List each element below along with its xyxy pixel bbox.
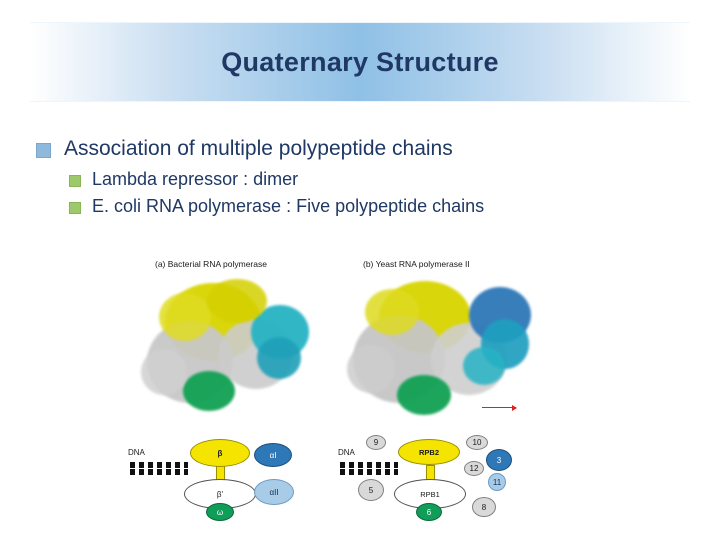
bullet-level2-label: Lambda repressor : dimer: [92, 169, 299, 190]
figure-caption-b: (b) Yeast RNA polymerase II: [363, 259, 470, 269]
title-banner: Quaternary Structure: [30, 22, 690, 102]
structure-image-yeast: [345, 275, 545, 445]
dna-label-a: DNA: [128, 448, 145, 457]
dna-strand-icon: [130, 462, 188, 468]
schematic-bacterial: DNA β β' αI αII ω: [128, 435, 343, 523]
subunit-8: 8: [472, 497, 496, 517]
bullet-list: Association of multiple polypeptide chai…: [36, 136, 676, 221]
structure-image-bacterial: [135, 275, 335, 445]
subunit-alpha-one: αI: [254, 443, 292, 467]
bullet-level2: E. coli RNA polymerase : Five polypeptid…: [69, 195, 676, 218]
bullet-marker-icon: [36, 143, 51, 158]
subunit-6: 6: [416, 503, 442, 521]
figure-caption-a: (a) Bacterial RNA polymerase: [155, 259, 267, 269]
bullet-level2: Lambda repressor : dimer: [69, 168, 676, 191]
ribbon-blobs: [345, 275, 545, 445]
schematic-yeast: DNA RPB2 RPB1 9 10 12 3 11 5 8 6: [338, 435, 553, 523]
ribbon-blobs: [135, 275, 335, 445]
figure-rna-polymerase: (a) Bacterial RNA polymerase (b) Yeast R…: [110, 255, 610, 525]
bullet-marker-icon: [69, 175, 81, 188]
subunit-alpha-two: αII: [254, 479, 294, 505]
bullet-sublist: Lambda repressor : dimer E. coli RNA pol…: [69, 168, 676, 218]
subunit-beta: β: [190, 439, 250, 467]
subunit-9: 9: [366, 435, 386, 450]
subunit-omega: ω: [206, 503, 234, 521]
bullet-level2-label: E. coli RNA polymerase : Five polypeptid…: [92, 195, 485, 216]
dna-label-b: DNA: [338, 448, 355, 457]
subunit-10: 10: [466, 435, 488, 450]
subunit-12: 12: [464, 461, 484, 476]
bullet-level1: Association of multiple polypeptide chai…: [36, 136, 676, 162]
bullet-marker-icon: [69, 201, 81, 214]
bullet-level1-label: Association of multiple polypeptide chai…: [64, 137, 453, 160]
subunit-11: 11: [488, 473, 506, 491]
page-title: Quaternary Structure: [221, 46, 499, 77]
dna-strand-icon: [340, 469, 398, 475]
subunit-3: 3: [486, 449, 512, 471]
red-arrow-icon: [482, 404, 517, 411]
subunit-rpb2: RPB2: [398, 439, 460, 465]
subunit-5: 5: [358, 479, 384, 501]
dna-strand-icon: [130, 469, 188, 475]
dna-strand-icon: [340, 462, 398, 468]
